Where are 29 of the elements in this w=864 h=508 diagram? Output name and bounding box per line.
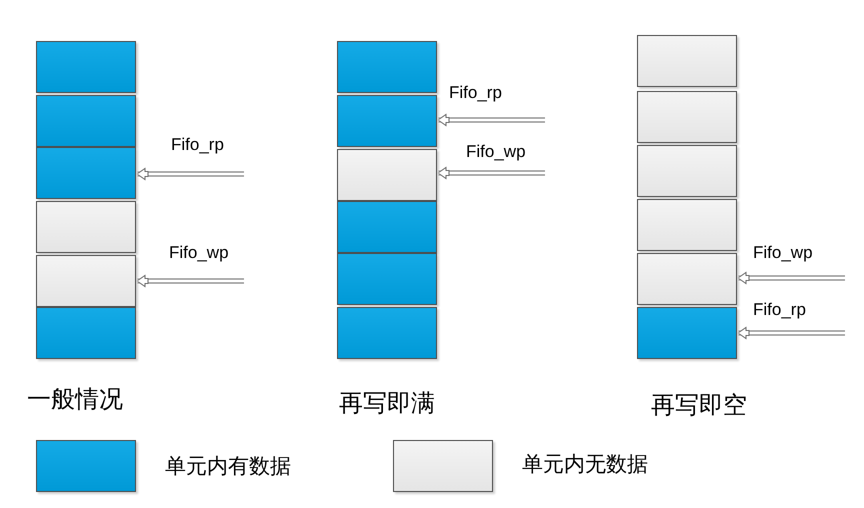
- fifo-cell: [36, 201, 136, 253]
- pointer-label: Fifo_rp: [171, 135, 224, 155]
- fifo-cell: [36, 255, 136, 307]
- column-caption: 再写即满: [339, 390, 435, 418]
- fifo-cell: [36, 147, 136, 199]
- fifo-cell: [637, 307, 737, 359]
- pointer-label: Fifo_wp: [169, 243, 229, 263]
- fifo-cell: [337, 95, 437, 147]
- fifo-cell: [637, 145, 737, 197]
- fifo-cell: [337, 307, 437, 359]
- column-caption: 再写即空: [651, 392, 747, 420]
- fifo-cell: [637, 253, 737, 305]
- pointer-label: Fifo_rp: [449, 83, 502, 103]
- fifo-cell: [637, 91, 737, 143]
- fifo-cell: [36, 95, 136, 147]
- legend-label: 单元内有数据: [165, 454, 291, 479]
- legend-label: 单元内无数据: [522, 452, 648, 477]
- pointer-label: Fifo_wp: [753, 243, 813, 263]
- fifo-cell: [36, 307, 136, 359]
- fifo-cell: [637, 199, 737, 251]
- fifo-cell: [337, 41, 437, 93]
- fifo-cell: [36, 41, 136, 93]
- column-caption: 一般情况: [27, 386, 123, 414]
- fifo-cell: [337, 253, 437, 305]
- pointer-label: Fifo_rp: [753, 300, 806, 320]
- fifo-cell: [637, 35, 737, 87]
- pointer-label: Fifo_wp: [466, 142, 526, 162]
- fifo-cell: [337, 149, 437, 201]
- fifo-cell: [337, 201, 437, 253]
